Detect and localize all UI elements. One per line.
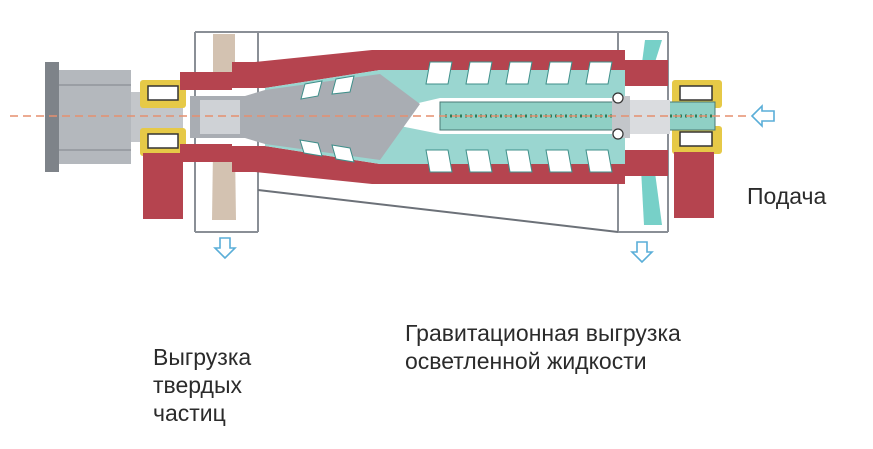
left-bearing [140,80,186,219]
liquid-discharge-line-1: Гравитационная выгрузка [405,320,681,346]
solids-discharge-line-1: Выгрузка [153,344,252,370]
scroll-flights-upper [300,61,613,100]
scroll-flights-lower [299,139,613,173]
solids-discharge-label: Выгрузка твердых частиц [153,343,251,427]
solids-discharge-line-3: частиц [153,400,226,426]
arrow-down-icon [630,241,654,264]
right-bearing [672,80,722,218]
solids-chute [212,34,236,220]
conveyor-core [190,74,420,160]
liquid-discharge-line-2: осветленной жидкости [405,348,647,374]
arrow-down-icon [213,237,237,260]
arrow-left-icon [750,104,775,128]
feed-label: Подача [747,183,827,209]
liquid-discharge-label: Гравитационная выгрузка осветленной жидк… [405,319,681,375]
solids-discharge-line-2: твердых [153,372,243,398]
